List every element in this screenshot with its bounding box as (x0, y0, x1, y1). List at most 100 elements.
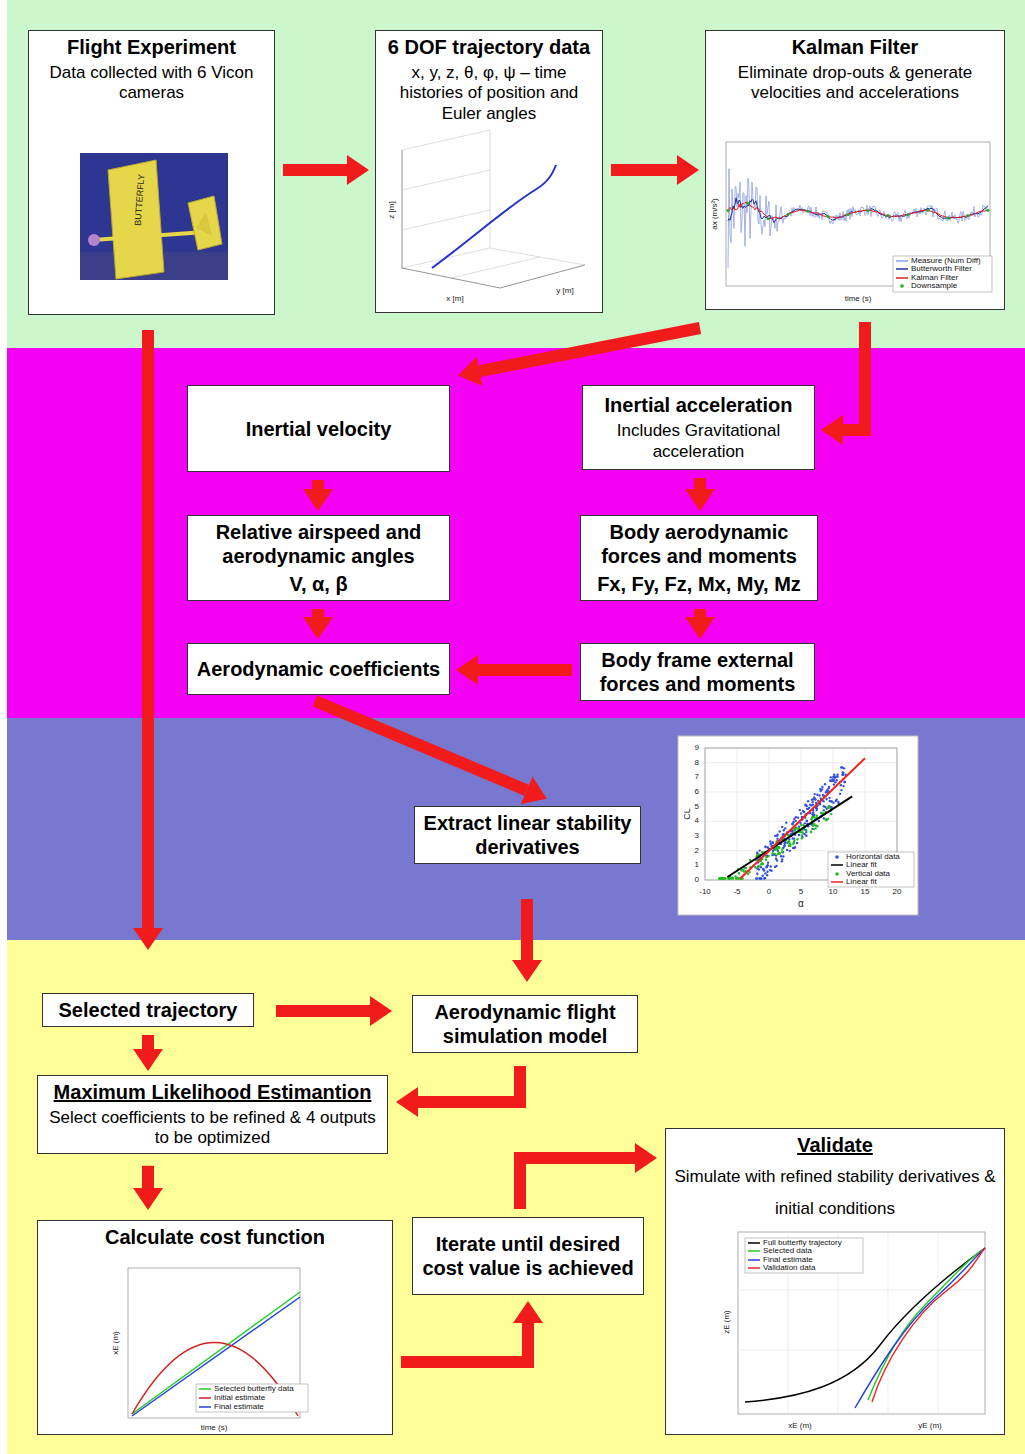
flow-arrow (142, 330, 154, 928)
data-dot (721, 877, 723, 879)
data-dot (776, 837, 778, 839)
legend-text: Full butterfly trajectory (763, 1239, 842, 1247)
data-dot (810, 831, 812, 833)
legend-text: Validation data (763, 1264, 815, 1272)
data-dot (769, 865, 771, 867)
glider-fuselage (93, 232, 205, 240)
filter-signals (727, 169, 990, 268)
selected-data-curve (868, 1248, 985, 1400)
legend-text: Downsample (911, 282, 957, 290)
data-dot (830, 800, 832, 802)
box-text: Fx, Fy, Fz, Mx, My, Mz (597, 572, 801, 596)
data-dot (810, 831, 812, 833)
data-dot (825, 818, 827, 820)
data-dot (767, 846, 769, 848)
flow-arrow (276, 1005, 370, 1017)
data-dot (833, 783, 835, 785)
box-fill (187, 385, 450, 472)
data-dot (758, 877, 760, 879)
legend-line (896, 260, 908, 262)
plot-frame (705, 748, 897, 880)
data-dot (825, 791, 827, 793)
flow-arrow (480, 328, 700, 371)
data-dot (732, 877, 734, 879)
band-blue (7, 718, 1025, 940)
box-fill (187, 515, 450, 601)
downsample-dot (987, 209, 990, 212)
box-title: Aerodynamic coefficients (197, 657, 440, 681)
data-dot (765, 859, 767, 861)
data-dot (824, 783, 826, 785)
band-yellow (7, 940, 1025, 1454)
flow-arrow (142, 1166, 154, 1188)
data-dot (764, 846, 766, 848)
legend-item: Linear fit (831, 861, 877, 869)
box-fill (582, 385, 815, 470)
process-box: Aerodynamic flight simulation model (412, 995, 638, 1053)
plot-label: CL (683, 808, 692, 820)
data-dot (792, 847, 794, 849)
legend-swatch (896, 265, 908, 273)
plot-axes (402, 150, 585, 288)
data-dot (796, 842, 798, 844)
data-dot (843, 781, 845, 783)
data-dot (832, 802, 834, 804)
legend-item: Final estimate (199, 1403, 264, 1411)
legend-text: Horizontal data (846, 853, 900, 861)
data-dot (812, 814, 814, 816)
flow-arrow (142, 1035, 154, 1049)
process-box: Aerodynamic coefficients (187, 643, 450, 695)
box-title: Extract linear stability derivatives (421, 811, 634, 859)
data-dot (811, 801, 813, 803)
data-dot (823, 805, 825, 807)
box-title: 6 DOF trajectory data (388, 35, 590, 59)
data-dot (802, 810, 804, 812)
data-dot (830, 800, 832, 802)
box-fill (37, 1075, 388, 1154)
box-fill (580, 515, 818, 601)
data-dot (772, 852, 774, 854)
data-dot (757, 865, 759, 867)
data-dot (836, 773, 838, 775)
data-dot (832, 776, 834, 778)
data-dot (821, 812, 823, 814)
data-dot (783, 842, 785, 844)
data-dot (785, 821, 787, 823)
legend-text: Final estimate (763, 1256, 813, 1264)
data-dot (840, 789, 842, 791)
box-fill (414, 806, 641, 864)
data-dot (805, 829, 807, 831)
plot-label: zE (m) (723, 1310, 731, 1334)
tick-label: 2 (695, 847, 699, 855)
box-text: x, y, z, θ, φ, ψ – time histories of pos… (382, 63, 596, 124)
data-dot (804, 804, 806, 806)
data-dot (827, 806, 829, 808)
box-fill (665, 1128, 1005, 1435)
downsample-dot (847, 213, 850, 216)
process-box: Body frame external forces and moments (580, 643, 815, 701)
fit-line-black (727, 796, 852, 877)
trajectory-curve (432, 165, 556, 268)
box-fill (412, 995, 638, 1053)
process-box: Iterate until desired cost value is achi… (412, 1217, 644, 1295)
legend-swatch (831, 861, 843, 869)
data-dot (836, 779, 838, 781)
tick-label: 7 (695, 773, 699, 781)
downsample-dot (907, 213, 910, 216)
process-box: Extract linear stability derivatives (414, 806, 641, 864)
box-title: Body aerodynamic forces and moments (587, 520, 811, 568)
downsample-dot (927, 209, 930, 212)
data-dot (830, 776, 832, 778)
band-magenta (7, 348, 1025, 718)
data-dot (812, 825, 814, 827)
data-dot (755, 877, 757, 879)
flow-arrow (478, 664, 572, 676)
data-dot (760, 863, 762, 865)
data-dot (759, 877, 761, 879)
legend-line (199, 1397, 211, 1399)
tick-label: 15 (861, 888, 870, 896)
flow-arrow (283, 164, 347, 176)
data-dot (828, 807, 830, 809)
process-box: Inertial velocity (187, 385, 450, 472)
legend-box (893, 256, 992, 292)
